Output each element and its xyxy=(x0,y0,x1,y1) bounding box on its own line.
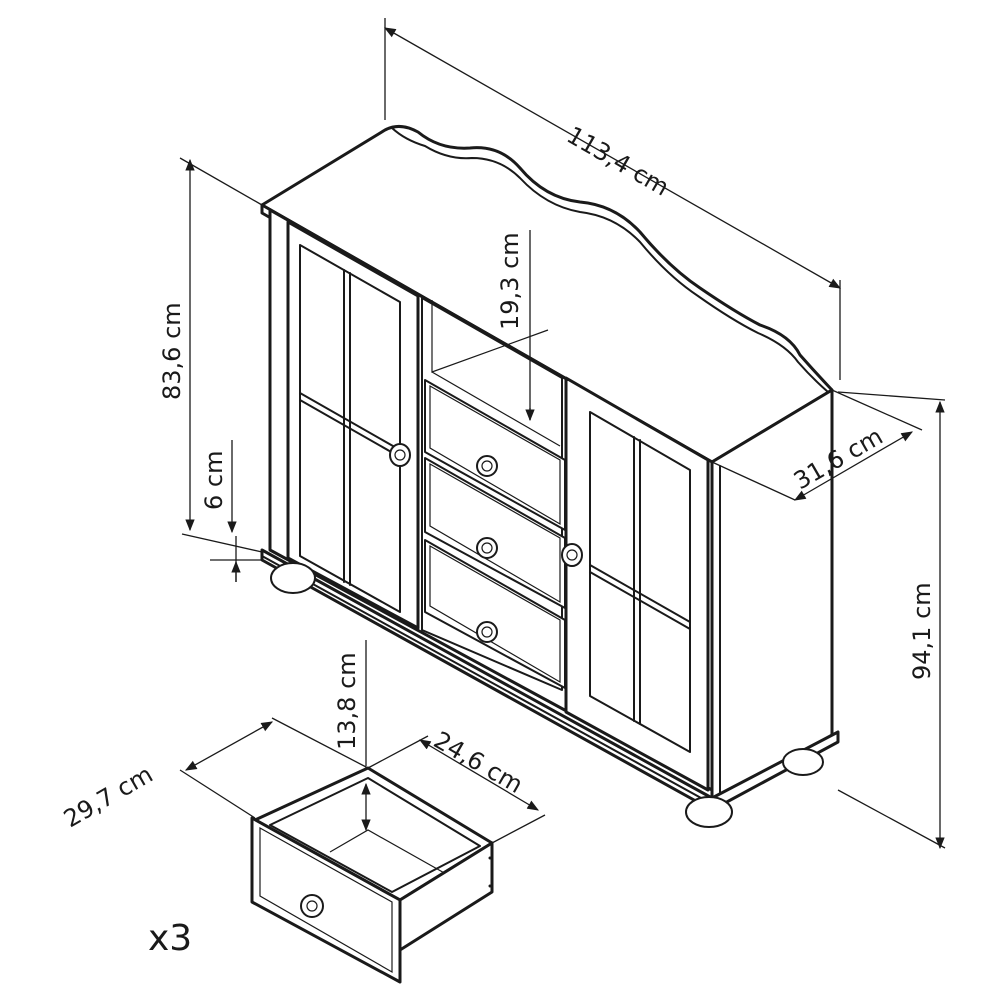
left-door-knob-icon xyxy=(389,443,411,467)
label-body-height: 83,6 cm xyxy=(158,302,186,400)
drawer-knob-icon xyxy=(476,621,498,643)
drawer-detail-front xyxy=(250,816,402,984)
side-face xyxy=(710,388,834,807)
right-door-knob-icon xyxy=(561,543,583,567)
label-niche-height: 19,3 cm xyxy=(496,232,524,330)
label-width: 113,4 cm xyxy=(562,121,674,202)
sideboard xyxy=(260,125,840,828)
drawer-knob-icon xyxy=(476,537,498,559)
foot-icon xyxy=(270,562,316,594)
foot-icon xyxy=(685,796,733,828)
label-total-height: 94,1 cm xyxy=(908,582,936,680)
label-drawer-height: 13,8 cm xyxy=(333,652,361,750)
drawer-detail-knob-icon xyxy=(300,894,324,918)
label-drawer-depth: 29,7 cm xyxy=(59,760,158,833)
label-drawer-width: 24,6 cm xyxy=(429,726,528,799)
label-base-height: 6 cm xyxy=(200,451,228,510)
drawer-knob-icon xyxy=(476,455,498,477)
drawer-detail xyxy=(250,766,494,984)
foot-icon xyxy=(782,748,824,776)
left-door xyxy=(286,220,420,630)
right-door xyxy=(561,376,710,792)
drawer-quantity: x3 xyxy=(148,918,192,959)
dimension-lines xyxy=(179,18,946,850)
